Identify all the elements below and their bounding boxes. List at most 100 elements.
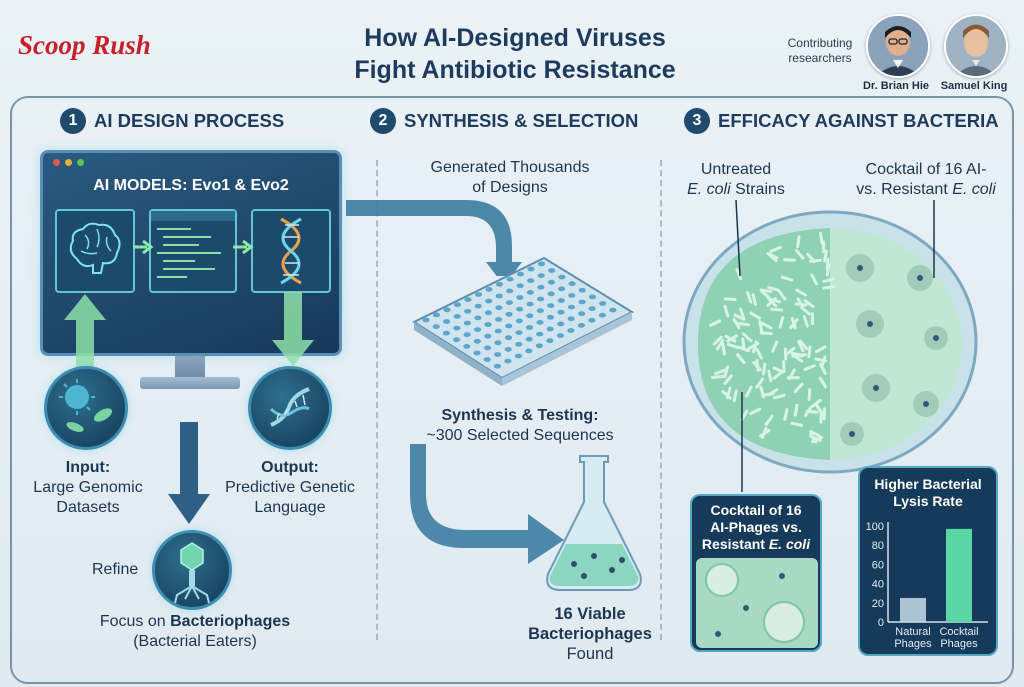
step-number-2: 2: [370, 108, 396, 134]
dna-pane: [251, 209, 331, 293]
researcher-name-1: Dr. Brian Hie: [862, 80, 930, 92]
inset-line-2: AI-Phages vs.: [710, 519, 802, 535]
monitor-title: AI MODELS: Evo1 & Evo2: [93, 177, 289, 194]
generated-label: Generated Thousands of Designs: [410, 158, 610, 198]
section-3-heading: EFFICACY AGAINST BACTERIA: [718, 110, 999, 131]
focus-prefix: Focus on: [99, 613, 171, 630]
untreated-label: Untreated E. coli Strains: [666, 160, 806, 200]
window-controls: [53, 159, 84, 166]
maximize-dot-icon: [77, 159, 84, 166]
input-label: Input: Large Genomic Datasets: [0, 458, 176, 518]
content-frame: [10, 96, 1014, 684]
viable-label: 16 Viable Bacteriophages Found: [520, 604, 660, 664]
input-dataset-circle: [44, 366, 128, 450]
flask-icon: [546, 455, 642, 591]
arrow-up-icon: [64, 294, 106, 368]
untreated-rest: Strains: [730, 181, 785, 198]
x-tick-label: Natural: [895, 626, 930, 638]
flow-arrow-icon: [410, 444, 564, 564]
lysis-chart-card: Higher Bacterial Lysis Rate 0 20 40 60 80 100…: [858, 466, 998, 656]
monitor-base: [140, 377, 240, 389]
page-title: How AI-Designed Viruses Fight Antibiotic…: [300, 22, 730, 86]
untreated-italic: E. coli: [687, 181, 731, 198]
inset-line-3-prefix: Resistant: [701, 536, 769, 552]
portrait-avatar-icon: [868, 16, 928, 76]
section-divider-1: [376, 160, 378, 640]
bacteriophage-icon: [174, 542, 210, 604]
dna-icon: [280, 217, 302, 285]
arrow-down-icon: [272, 292, 314, 366]
synthesis-sub: ~300 Selected Sequences: [426, 427, 614, 444]
viable-line-3: Found: [566, 645, 614, 663]
viable-line-2: Bacteriophages: [528, 625, 652, 643]
output-label: Output: Predictive Genetic Language: [204, 458, 376, 518]
section-divider-2: [660, 160, 662, 640]
step-number-1: 1: [60, 108, 86, 134]
arrow-right-icon: [133, 239, 154, 255]
x-tick-label: Phages: [894, 638, 932, 650]
contributors-label: Contributing researchers: [776, 36, 864, 66]
code-lines-icon: [151, 211, 235, 278]
y-tick-label: 60: [872, 559, 884, 571]
y-tick-label: 40: [872, 579, 884, 591]
well-plate-icon: [411, 256, 635, 386]
flow-arrow-icon: [346, 200, 522, 276]
untreated-line-1: Untreated: [700, 161, 772, 178]
chart-title: Higher Bacterial Lysis Rate: [874, 476, 982, 509]
focus-sub: (Bacterial Eaters): [133, 633, 257, 650]
section-1-header: 1 AI DESIGN PROCESS: [60, 108, 284, 134]
cocktail-line-2-prefix: vs. Resistant: [856, 181, 953, 198]
contributors-label-line-2: researchers: [788, 51, 852, 65]
section-1-heading: AI DESIGN PROCESS: [94, 110, 285, 131]
output-title: Output:: [261, 459, 319, 476]
y-tick-label: 100: [866, 521, 884, 533]
brain-pane: [55, 209, 135, 293]
refine-arrow-icon: [168, 422, 210, 524]
close-dot-icon: [53, 159, 60, 166]
bacteriophage-circle: [152, 530, 232, 610]
output-line-1: Predictive Genetic: [225, 479, 355, 496]
focus-label: Focus on Bacteriophages (Bacterial Eater…: [60, 612, 330, 652]
section-3-header: 3 EFFICACY AGAINST BACTERIA: [684, 108, 999, 134]
contributors-label-line-1: Contributing: [787, 36, 853, 50]
brain-icon: [69, 222, 121, 274]
input-title: Input:: [65, 459, 111, 476]
arrow-right-icon: [233, 239, 254, 255]
x-tick-label: Phages: [940, 638, 978, 650]
generated-line-2: of Designs: [472, 179, 548, 196]
avatar: [944, 14, 1008, 78]
generated-line-1: Generated Thousands: [430, 159, 590, 176]
viable-line-1: 16 Viable: [554, 605, 626, 623]
refine-label: Refine: [92, 561, 139, 578]
bar-natural: [900, 598, 926, 622]
minimize-dot-icon: [65, 159, 72, 166]
cocktail-inset-card: Cocktail of 16 AI-Phages vs. Resistant E…: [690, 494, 822, 652]
y-tick-label: 20: [872, 598, 884, 610]
brand-logo: Scoop Rush: [18, 30, 151, 60]
step-number-3: 3: [684, 108, 710, 134]
plaque-closeup-icon: [696, 558, 818, 648]
inset-title: Cocktail of 16 AI-Phages vs. Resistant E…: [692, 502, 820, 553]
cocktail-line-1: Cocktail of 16 AI-: [865, 161, 987, 178]
x-tick-label: Cocktail: [939, 626, 978, 638]
y-tick-label: 0: [878, 617, 884, 629]
cocktail-label: Cocktail of 16 AI- vs. Resistant E. coli: [836, 160, 1016, 200]
section-2-heading: SYNTHESIS & SELECTION: [404, 110, 639, 131]
output-language-circle: [248, 366, 332, 450]
pointer-lines-icon: [735, 199, 935, 492]
section-2-header: 2 SYNTHESIS & SELECTION: [370, 108, 638, 134]
synthesis-title: Synthesis & Testing:: [441, 407, 599, 424]
synthesis-label: Synthesis & Testing: ~300 Selected Seque…: [400, 406, 640, 446]
output-line-2: Language: [254, 499, 326, 516]
focus-bold: Bacteriophages: [170, 613, 291, 630]
y-tick-label: 80: [872, 540, 884, 552]
bar-cocktail: [946, 528, 972, 622]
cocktail-italic: E. coli: [952, 181, 996, 198]
petri-dish-icon: [682, 210, 978, 474]
bacteria-virus-icon: [59, 379, 113, 432]
portrait-avatar-icon: [946, 16, 1006, 76]
title-line-1: How AI-Designed Viruses: [364, 24, 666, 52]
avatar: [866, 14, 930, 78]
code-pane: [149, 209, 237, 293]
